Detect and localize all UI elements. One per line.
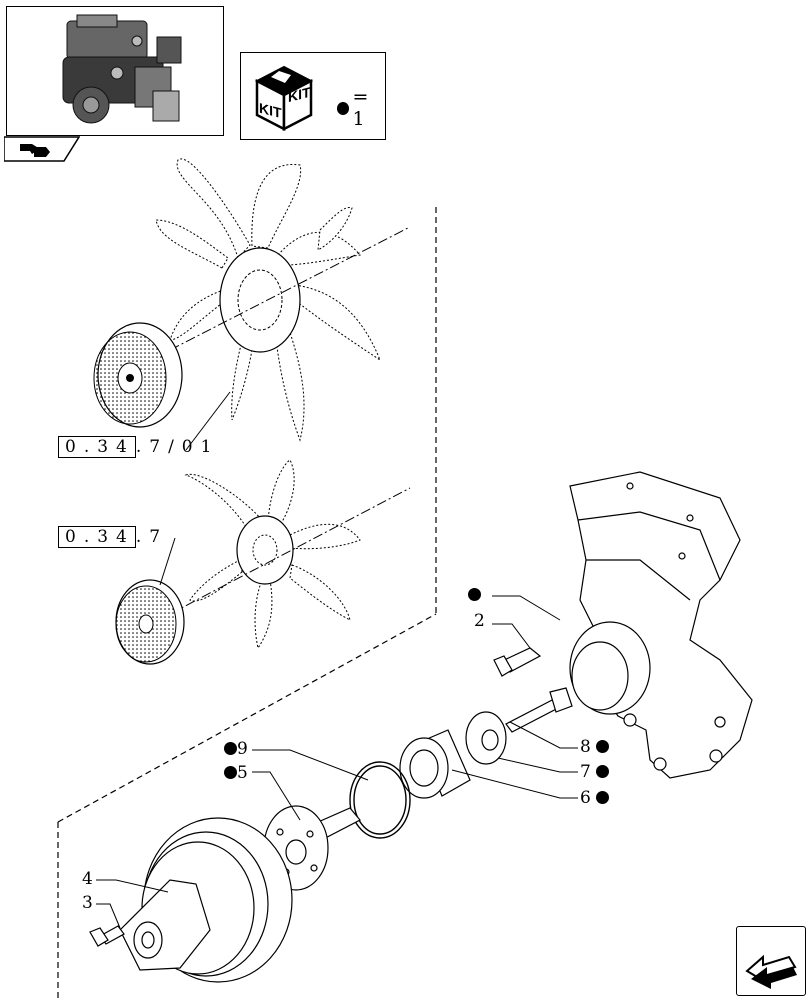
callout-2: 2 xyxy=(474,611,485,631)
viscous-fan xyxy=(155,158,382,442)
reference-page-1[interactable]: .7/01 xyxy=(135,437,220,457)
kit-box-icon: KIT KIT xyxy=(254,65,314,132)
kit-legend: KIT KIT = 1 xyxy=(240,52,386,140)
engine-icon xyxy=(62,14,182,124)
callout-3: 3 xyxy=(82,893,93,913)
mechanical-fan xyxy=(184,459,361,650)
enclosure-outline xyxy=(57,207,437,1000)
viscous-clutch xyxy=(93,322,183,428)
bolt-3 xyxy=(89,925,125,947)
reference-section-1[interactable]: 0.34 xyxy=(58,436,136,458)
snap-ring-9 xyxy=(349,761,411,839)
callout-4: 4 xyxy=(82,869,93,889)
kit-quantity: = 1 xyxy=(337,86,385,130)
bolt-8 xyxy=(505,687,573,733)
kit-dot-icon xyxy=(596,791,610,804)
kit-dot-icon xyxy=(596,765,610,778)
reference-section-2[interactable]: 0.34 xyxy=(58,526,136,548)
fan-hub-pulley xyxy=(115,579,185,665)
callout-kit-bracket xyxy=(468,586,481,604)
water-pump-bracket xyxy=(569,471,753,779)
engine-thumbnail[interactable] xyxy=(6,6,224,136)
kit-quantity-text: = 1 xyxy=(352,86,369,130)
gasket-7 xyxy=(465,711,507,765)
kit-dot-icon xyxy=(468,588,481,601)
kit-dot-icon xyxy=(337,101,350,115)
bearing-6 xyxy=(399,729,471,799)
bolt-2 xyxy=(493,647,542,677)
back-button[interactable] xyxy=(736,926,806,996)
kit-left-text: KIT xyxy=(259,101,282,122)
reference-page-2[interactable]: .7 xyxy=(135,527,169,547)
callout-5: 5 xyxy=(224,764,248,782)
callout-9: 9 xyxy=(224,740,248,758)
reference-link-2[interactable]: 0.34.7 xyxy=(58,526,168,548)
callout-7: 7 xyxy=(580,763,610,781)
callout-6: 6 xyxy=(580,789,610,807)
kit-dot-icon xyxy=(224,742,237,755)
callout-8: 8 xyxy=(580,738,610,756)
back-arrow-icon xyxy=(745,954,797,989)
kit-right-text: KIT xyxy=(288,85,311,106)
pulley-4 xyxy=(119,817,293,983)
kit-dot-icon xyxy=(224,766,237,779)
reference-link-1[interactable]: 0.34.7/01 xyxy=(58,436,219,458)
kit-dot-icon xyxy=(596,740,610,753)
nav-tab[interactable] xyxy=(4,136,80,162)
leader-lines xyxy=(96,595,578,929)
